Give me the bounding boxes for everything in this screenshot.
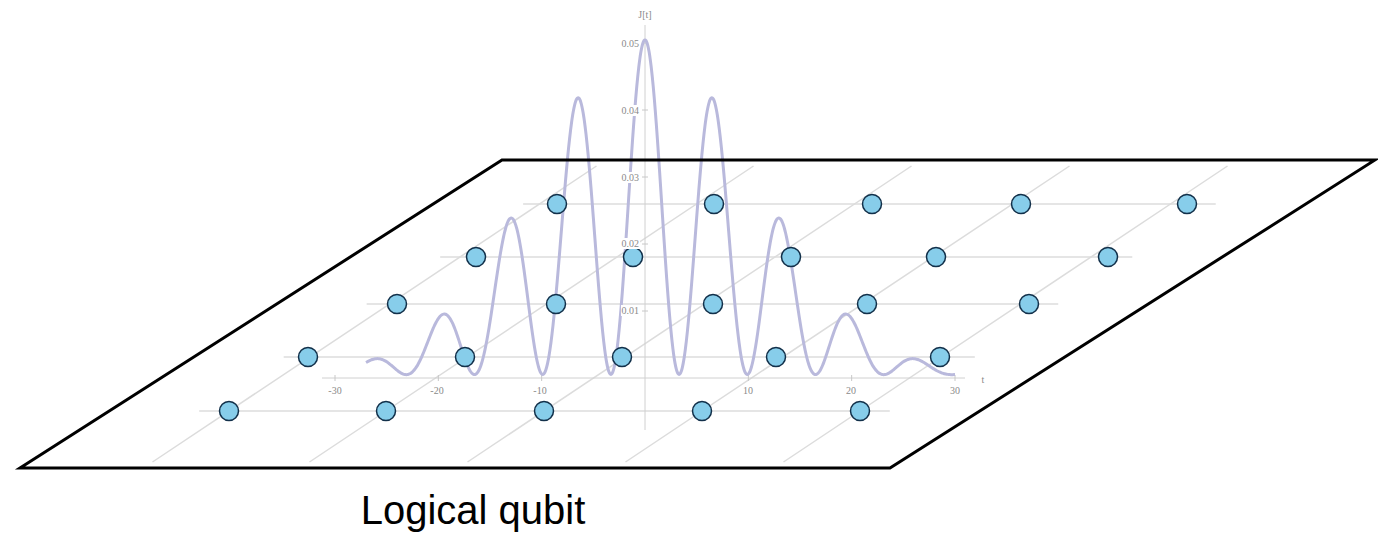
qubit-dot xyxy=(467,248,486,267)
qubit-dot xyxy=(624,248,643,267)
qubit-dot xyxy=(388,295,407,314)
physical-qubits xyxy=(220,195,1197,421)
tick-label: -30 xyxy=(327,385,342,396)
axis-tick xyxy=(748,375,749,381)
j-axis xyxy=(645,25,646,430)
axis-tick xyxy=(642,177,648,178)
tick-label: 30 xyxy=(949,385,961,396)
coupling-curve xyxy=(366,40,955,375)
tick-label: 0.04 xyxy=(621,105,641,116)
tick-label: -10 xyxy=(532,385,547,396)
tick-label: -20 xyxy=(429,385,444,396)
qubit-dot xyxy=(220,402,239,421)
qubit-dot xyxy=(1020,295,1039,314)
qubit-dot xyxy=(548,195,567,214)
qubit-dot xyxy=(1099,248,1118,267)
axis-title: J[t] xyxy=(637,9,652,20)
plane-outline xyxy=(20,160,1375,468)
lattice-column xyxy=(784,166,1228,462)
qubit-dot xyxy=(704,295,723,314)
tick-label: 20 xyxy=(845,385,857,396)
qubit-dot xyxy=(1012,195,1031,214)
plane-caption: Logical qubit xyxy=(361,488,586,532)
qubit-dot xyxy=(858,295,877,314)
qubit-dot xyxy=(456,348,475,367)
qubit-dot xyxy=(782,248,801,267)
qubit-dot xyxy=(299,348,318,367)
qubit-dot xyxy=(931,348,950,367)
tick-label: 0.03 xyxy=(621,172,641,183)
tick-label: 0.05 xyxy=(621,38,641,49)
qubit-dot xyxy=(377,402,396,421)
coupling-chart xyxy=(322,25,965,430)
t-axis xyxy=(322,378,965,379)
qubit-dot xyxy=(705,195,724,214)
axis-tick xyxy=(335,375,336,381)
tick-label: 0.01 xyxy=(621,305,641,316)
axis-ticks xyxy=(335,43,955,381)
qubit-dot xyxy=(547,295,566,314)
axis-tick xyxy=(438,375,439,381)
axis-tick xyxy=(642,244,648,245)
qubit-dot xyxy=(767,348,786,367)
axis-title: t xyxy=(981,374,986,385)
axis-tick xyxy=(642,110,648,111)
qubit-dot xyxy=(1178,195,1197,214)
qubit-dot xyxy=(693,402,712,421)
qubit-dot xyxy=(613,348,632,367)
tick-label: 0.02 xyxy=(621,238,641,249)
qubit-dot xyxy=(863,195,882,214)
axis-tick xyxy=(642,311,648,312)
axis-tick xyxy=(541,375,542,381)
tick-label: 10 xyxy=(742,385,754,396)
qubit-dot xyxy=(535,402,554,421)
qubit-dot xyxy=(851,402,870,421)
lattice-column xyxy=(310,166,754,462)
qubit-dot xyxy=(927,248,946,267)
axis-tick xyxy=(851,375,852,381)
